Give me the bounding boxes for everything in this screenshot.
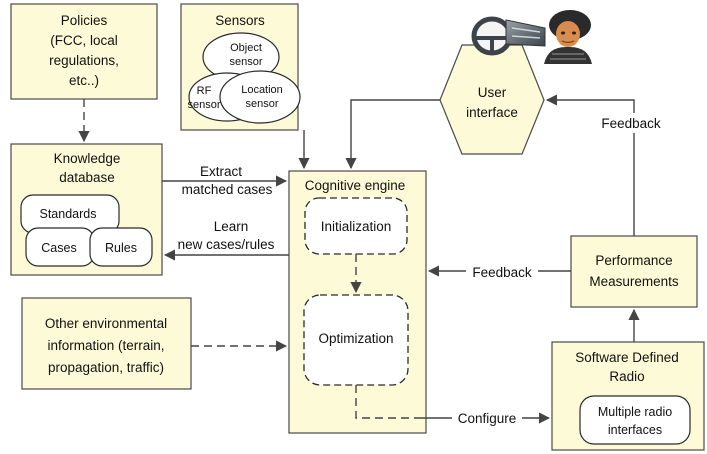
learn-label-line-1: Learn bbox=[214, 219, 249, 234]
performance-line-2: Measurements bbox=[589, 274, 679, 289]
steering-wheel-icon bbox=[471, 16, 546, 56]
sdr-title-line-2: Radio bbox=[609, 369, 644, 384]
user-interface-line-2: interface bbox=[466, 105, 518, 120]
rf-sensor-line-1: RF bbox=[197, 85, 212, 97]
rules-node bbox=[89, 227, 153, 267]
sdr-box: Software Defined Radio Multiple radio in… bbox=[551, 341, 705, 451]
environment-box: Other environmental information (terrain… bbox=[21, 297, 192, 390]
extract-label-line-2: matched cases bbox=[182, 182, 273, 197]
user-interface-node: User interface bbox=[439, 44, 545, 155]
policies-line-3: regulations, bbox=[49, 53, 119, 68]
location-sensor-line-1: Location bbox=[241, 84, 283, 96]
knowledge-title-line-1: Knowledge bbox=[54, 151, 121, 166]
feedback-top-label-bg bbox=[596, 113, 666, 133]
feedback-mid-label: Feedback bbox=[472, 265, 532, 280]
policies-box: Policies (FCC, local regulations, etc..) bbox=[10, 3, 158, 100]
standards-label: Standards bbox=[40, 207, 97, 221]
location-sensor-node bbox=[219, 70, 301, 124]
feedback-top-label: Feedback bbox=[601, 116, 661, 131]
policies-line-2: (FCC, local bbox=[50, 33, 118, 48]
user-interface-line-1: User bbox=[478, 85, 507, 100]
knowledge-database-box: Knowledge database Standards Cases Rules bbox=[10, 143, 163, 276]
performance-box: Performance Measurements bbox=[570, 235, 698, 308]
object-sensor-line-2: sensor bbox=[229, 56, 262, 68]
extract-label-line-1: Extract bbox=[200, 164, 242, 179]
sensors-title: Sensors bbox=[215, 13, 265, 28]
radio-interfaces-node bbox=[579, 395, 691, 445]
knowledge-title-line-2: database bbox=[59, 170, 115, 185]
radio-interfaces-line-1: Multiple radio bbox=[598, 405, 672, 419]
initialization-label: Initialization bbox=[321, 219, 392, 234]
cognitive-engine-box: Cognitive engine Initialization Optimiza… bbox=[288, 170, 427, 434]
ui-to-engine-arrow bbox=[345, 99, 440, 170]
cases-label: Cases bbox=[41, 241, 76, 255]
environment-line-1: Other environmental bbox=[45, 316, 167, 331]
radio-interfaces-line-2: interfaces bbox=[608, 423, 662, 437]
policies-line-1: Policies bbox=[61, 13, 108, 28]
policies-line-4: etc..) bbox=[69, 73, 99, 88]
performance-to-ui-arrow bbox=[545, 94, 635, 236]
sensors-box: Sensors Object sensor RF sensor Location… bbox=[180, 3, 301, 131]
user-avatar-icon bbox=[544, 10, 592, 64]
rf-sensor-line-2: sensor bbox=[187, 99, 220, 111]
environment-line-3: propagation, traffic) bbox=[48, 360, 164, 375]
configure-label: Configure bbox=[458, 411, 517, 426]
location-sensor-line-2: sensor bbox=[245, 98, 278, 110]
environment-line-2: information (terrain, bbox=[47, 338, 164, 353]
optimization-label: Optimization bbox=[318, 331, 393, 346]
rules-label: Rules bbox=[105, 241, 137, 255]
feedback-mid-label-bg bbox=[466, 262, 538, 282]
learn-label-line-2: new cases/rules bbox=[178, 237, 275, 252]
object-sensor-line-1: Object bbox=[230, 42, 262, 54]
sdr-title-line-1: Software Defined bbox=[575, 350, 679, 365]
cognitive-engine-title: Cognitive engine bbox=[305, 178, 406, 193]
configure-label-bg bbox=[452, 409, 522, 429]
optimization-out-path bbox=[355, 385, 420, 419]
performance-line-1: Performance bbox=[595, 253, 672, 268]
